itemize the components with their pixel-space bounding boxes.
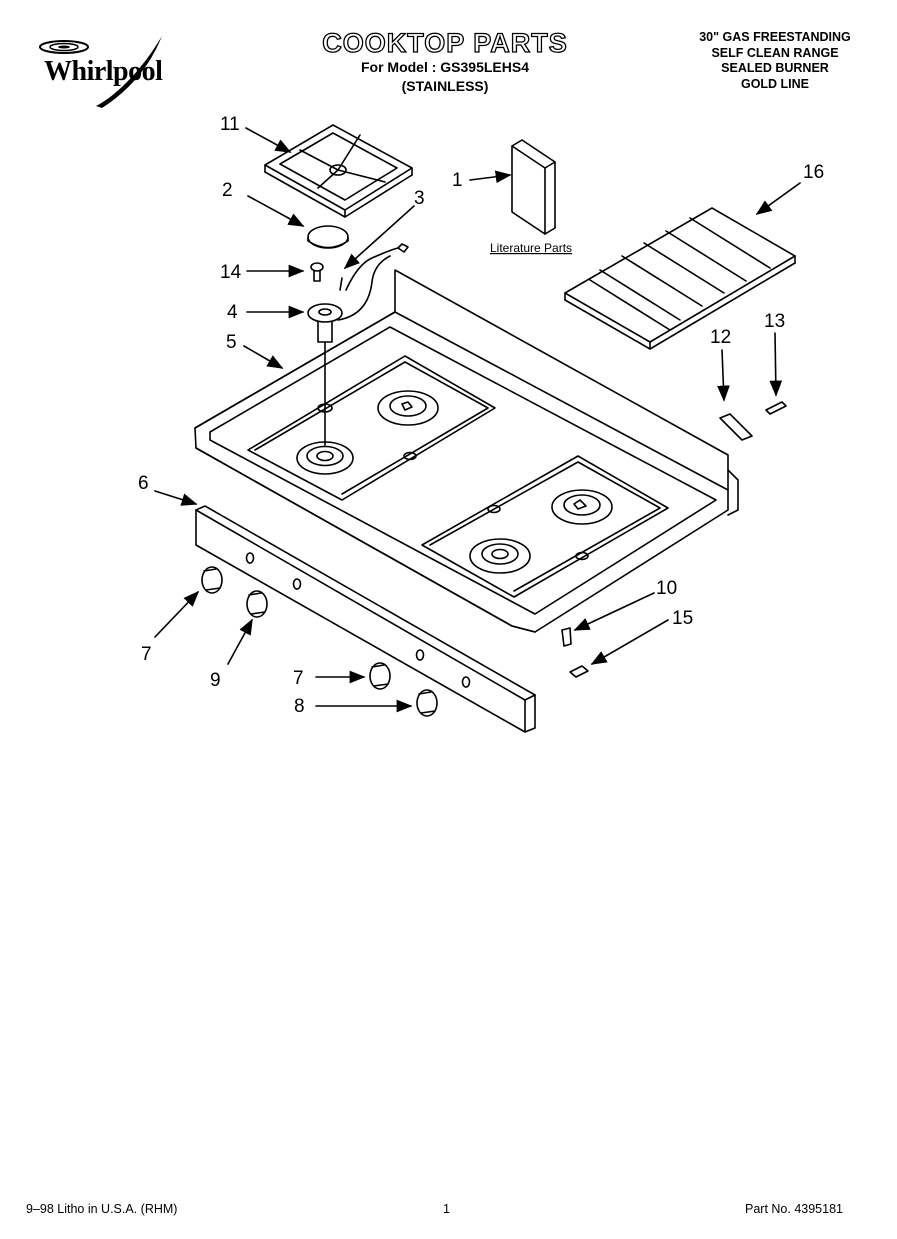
description-line: 30" GAS FREESTANDING <box>699 30 851 44</box>
callout-number: 12 <box>710 327 731 348</box>
callout-number: 6 <box>138 473 149 494</box>
product-description: 30" GAS FREESTANDING SELF CLEAN RANGE SE… <box>660 30 890 92</box>
callout-number: 8 <box>294 696 305 717</box>
orifice-holder <box>719 413 753 441</box>
model-finish: (STAINLESS) <box>401 78 489 94</box>
callout-number: 10 <box>656 578 677 599</box>
print-info: 9–98 Litho in U.S.A. (RHM) <box>26 1202 178 1216</box>
callout-number: 4 <box>227 302 238 323</box>
callout-number: 2 <box>222 180 233 201</box>
knob <box>369 662 391 690</box>
callout-arrows <box>154 127 801 713</box>
screw <box>310 262 324 282</box>
knob <box>246 590 268 618</box>
callout-number: 15 <box>672 608 693 629</box>
description-line: GOLD LINE <box>740 76 810 91</box>
screw <box>765 401 787 415</box>
page-number: 1 <box>443 1202 450 1216</box>
whirlpool-swirl-icon <box>39 36 162 108</box>
callout-numbers: 11 2 3 1 16 14 4 5 12 13 6 10 15 7 9 7 8 <box>138 114 824 717</box>
burner-left-rear <box>377 390 439 426</box>
burner-right-rear <box>551 489 613 525</box>
burner-right-front <box>469 538 531 574</box>
literature-booklet <box>511 139 556 235</box>
callout-number: 16 <box>803 162 824 183</box>
brand-name: Whirlpool <box>44 56 163 87</box>
burner-base <box>307 303 343 446</box>
page-title: COOKTOP PARTS <box>322 27 568 58</box>
control-panel <box>195 505 536 733</box>
callout-number: 13 <box>764 311 785 332</box>
description-line: SEALED BURNER <box>721 61 829 75</box>
callout-number: 3 <box>414 188 425 209</box>
part-number: Part No. 4395181 <box>745 1202 843 1216</box>
burner-grate <box>264 124 413 218</box>
model-number: For Model : GS395LEHS4 <box>360 59 530 75</box>
knob <box>416 689 438 717</box>
callout-number: 5 <box>226 332 237 353</box>
knob <box>201 566 223 594</box>
grate-right <box>564 207 796 350</box>
electrode-wire <box>337 243 409 321</box>
clip <box>561 627 572 647</box>
screw <box>569 665 589 678</box>
callout-number: 1 <box>452 170 463 191</box>
description-line: SELF CLEAN RANGE <box>711 45 839 60</box>
literature-parts-label: Literature Parts <box>490 241 572 255</box>
callout-number: 7 <box>141 644 152 665</box>
callout-number: 14 <box>220 262 242 283</box>
whirlpool-logo: Whirlpool <box>34 30 184 115</box>
cooktop-panel <box>194 269 739 633</box>
model-info: For Model : GS395LEHS4 (STAINLESS) <box>300 58 590 96</box>
callout-number: 7 <box>293 668 304 689</box>
callout-number: 11 <box>220 114 240 135</box>
callout-number: 9 <box>210 670 221 691</box>
